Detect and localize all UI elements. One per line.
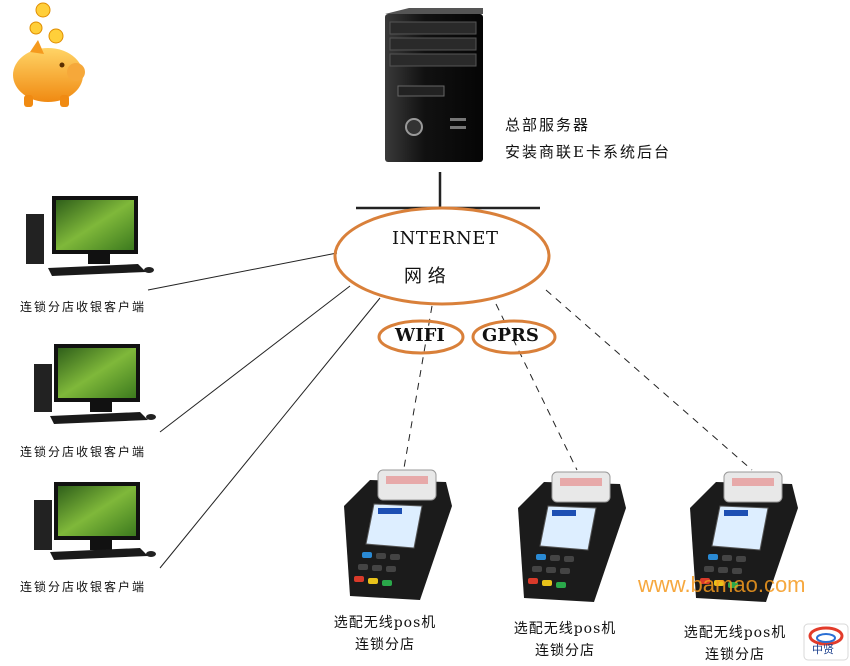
client-link-1 xyxy=(147,252,338,291)
server-label-line2: 安装商联E卡系统后台 xyxy=(505,143,671,161)
desktop-client-3-icon xyxy=(34,482,156,560)
desktop-client-1-icon xyxy=(26,196,154,276)
pos-link-1 xyxy=(403,305,433,469)
pos-terminal-2-icon xyxy=(518,471,626,602)
pos-label-1-line2: 连锁分店 xyxy=(355,637,415,653)
client-label-2: 连锁分店收银客户端 xyxy=(20,445,147,459)
client-label-1: 连锁分店收银客户端 xyxy=(20,300,147,314)
piggy-bank-icon xyxy=(13,2,85,107)
watermark-badge-text: 中贤 xyxy=(812,643,834,656)
wifi-ellipse xyxy=(377,319,465,355)
pos-terminal-1-icon xyxy=(344,469,452,600)
pos-label-1: 选配无线pos机 连锁分店 xyxy=(312,612,458,656)
pos-label-2: 选配无线pos机 连锁分店 xyxy=(492,618,638,662)
gprs-label: GPRS xyxy=(482,325,539,346)
pos-link-3 xyxy=(545,289,753,471)
client-link-3 xyxy=(159,297,381,569)
pos-terminal-3-icon xyxy=(690,471,798,602)
desktop-client-2-icon xyxy=(34,344,156,424)
server-label: 总部服务器 安装商联E卡系统后台 xyxy=(505,112,671,166)
pos-label-3-line1: 选配无线pos机 xyxy=(683,625,787,641)
watermark-badge-icon xyxy=(803,623,849,661)
internet-label: INTERNET xyxy=(392,228,499,249)
pos-link-2 xyxy=(495,303,578,471)
client-label-3: 连锁分店收银客户端 xyxy=(20,580,147,594)
client-link-2 xyxy=(159,285,351,433)
server-tower-icon xyxy=(385,8,483,162)
network-label: 网 络 xyxy=(404,266,446,287)
wifi-label: WIFI xyxy=(395,325,445,346)
pos-label-3-line2: 连锁分店 xyxy=(705,647,765,663)
pos-label-2-line1: 选配无线pos机 xyxy=(513,621,617,637)
internet-ellipse xyxy=(333,206,551,306)
watermark-text: www.bamao.com xyxy=(638,572,806,597)
gprs-ellipse xyxy=(471,319,557,355)
pos-label-1-line1: 选配无线pos机 xyxy=(333,615,437,631)
pos-label-2-line2: 连锁分店 xyxy=(535,643,595,659)
server-label-line1: 总部服务器 xyxy=(505,116,591,134)
pos-label-3: 选配无线pos机 连锁分店 xyxy=(662,622,808,666)
connection-lines xyxy=(147,172,753,569)
